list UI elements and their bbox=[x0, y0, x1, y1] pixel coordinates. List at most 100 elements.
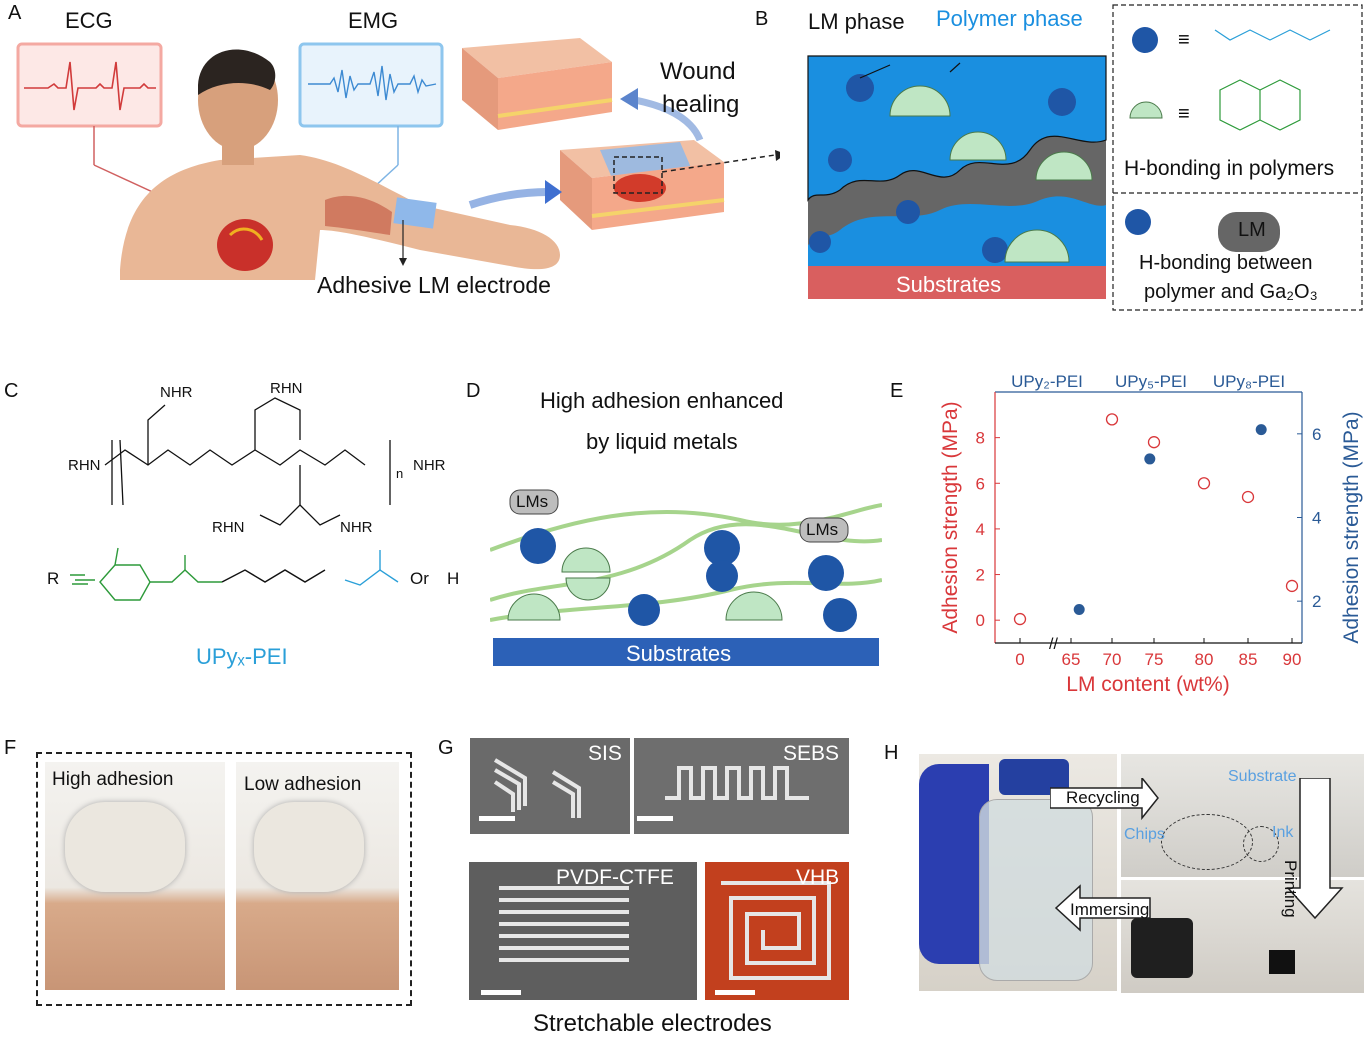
x-tick-label: 65 bbox=[1062, 650, 1081, 669]
y-right-tick-label: 6 bbox=[1312, 425, 1321, 444]
h-substrate-label: Substrate bbox=[1228, 768, 1297, 785]
upy-caption: UPyₓ-PEI bbox=[196, 644, 288, 669]
c-nhr-right: NHR bbox=[413, 457, 446, 474]
h-printing-label: Printing bbox=[1281, 860, 1300, 918]
upy-chemical-structure-icon bbox=[1214, 29, 1331, 41]
x-tick-label: 0 bbox=[1015, 650, 1024, 669]
x-tick-label: 70 bbox=[1103, 650, 1122, 669]
low-adhesion-photo bbox=[236, 762, 399, 990]
f-high-label: High adhesion bbox=[52, 769, 174, 790]
panel-label-d: D bbox=[466, 380, 481, 402]
skin-block-wound-icon bbox=[560, 140, 725, 230]
data-point-left bbox=[1147, 436, 1161, 449]
wound-label-line1: Wound bbox=[660, 58, 736, 85]
panel-b-schematic: ≡ ≡ bbox=[807, 4, 1363, 311]
panel-d-schematic bbox=[490, 489, 882, 666]
svg-text:≡: ≡ bbox=[1178, 103, 1190, 125]
x-axis-title: LM content (wt%) bbox=[1066, 673, 1229, 696]
c-nhr-top: NHR bbox=[160, 384, 193, 401]
d-lms-label-1: LMs bbox=[516, 492, 549, 511]
panel-label-b: B bbox=[755, 8, 769, 30]
y-left-tick-label: 6 bbox=[976, 474, 985, 493]
high-adhesion-photo bbox=[45, 762, 225, 990]
d-substrates-label: Substrates bbox=[626, 641, 732, 666]
polymer-phase-label: Polymer phase bbox=[936, 6, 1083, 31]
b-substrates-label: Substrates bbox=[896, 272, 1002, 297]
emg-label: EMG bbox=[348, 8, 399, 33]
d-lms-label-2: LMs bbox=[806, 520, 839, 539]
y-left-tick-label: 0 bbox=[976, 611, 985, 630]
immersing-bottle-photo bbox=[919, 754, 1117, 991]
c-rhn-top: RHN bbox=[270, 380, 303, 397]
panel-label-f: F bbox=[4, 737, 17, 759]
x-tick-label: 90 bbox=[1283, 650, 1302, 669]
ecg-monitor-icon bbox=[16, 42, 163, 128]
y-right-axis-title: Adhesion strength (MPa) bbox=[1340, 411, 1363, 643]
panel-label-c: C bbox=[4, 380, 19, 402]
lm-phase-label: LM phase bbox=[808, 9, 905, 34]
g-sebs-label: SEBS bbox=[783, 742, 840, 765]
h-chips-label: Chips bbox=[1124, 826, 1165, 843]
data-point-left bbox=[1013, 612, 1027, 626]
c-or: Or bbox=[410, 569, 429, 588]
c-n-sub: n bbox=[396, 466, 404, 481]
data-point-right bbox=[1255, 424, 1267, 436]
d-title-line1: High adhesion enhanced bbox=[540, 388, 784, 413]
panel-a-illustration bbox=[16, 38, 780, 280]
g-sis-label: SIS bbox=[588, 742, 622, 765]
data-point-right bbox=[1144, 453, 1156, 465]
recycling-arrow-icon bbox=[1050, 778, 1159, 821]
hbond-polymers-label: H-bonding in polymers bbox=[1124, 157, 1335, 180]
top-label: UPy₂-PEI bbox=[1011, 372, 1083, 391]
c-nhr-bottom: NHR bbox=[340, 519, 373, 536]
c-h-end: H bbox=[447, 569, 460, 588]
d-title-line2: by liquid metals bbox=[586, 429, 738, 454]
immersing-arrow-icon bbox=[1054, 884, 1151, 932]
x-tick-label: 75 bbox=[1145, 650, 1164, 669]
f-low-label: Low adhesion bbox=[244, 774, 362, 795]
h-ink-label: Ink bbox=[1272, 824, 1294, 841]
data-point-left bbox=[1105, 413, 1119, 426]
hbond-between-line1: H-bonding between bbox=[1139, 252, 1313, 274]
svg-text:≡: ≡ bbox=[1178, 29, 1190, 51]
top-label: UPy₈-PEI bbox=[1213, 372, 1285, 391]
lm-blob-label: LM bbox=[1238, 219, 1266, 241]
g-vhb-label: VHB bbox=[796, 866, 840, 889]
panel-c-structure bbox=[70, 397, 399, 601]
g-caption: Stretchable electrodes bbox=[533, 1010, 772, 1037]
emg-monitor-icon bbox=[298, 42, 444, 128]
printing-arrow-icon bbox=[1286, 778, 1344, 920]
panel-f-frame bbox=[36, 752, 412, 1006]
human-torso-icon bbox=[120, 49, 560, 280]
y-left-tick-label: 4 bbox=[976, 520, 985, 539]
h-process-arrows bbox=[1050, 778, 1344, 932]
x-tick-label: 85 bbox=[1239, 650, 1258, 669]
c-r: R bbox=[47, 569, 60, 588]
panel-label-h: H bbox=[884, 742, 899, 764]
y-right-tick-label: 4 bbox=[1312, 509, 1321, 528]
g-pvdf-label: PVDF-CTFE bbox=[556, 866, 674, 889]
data-point-left bbox=[1241, 490, 1255, 504]
y-left-tick-label: 8 bbox=[976, 429, 985, 448]
y-left-axis-title: Adhesion strength (MPa) bbox=[939, 401, 962, 633]
g-electrode-patterns bbox=[479, 758, 831, 995]
x-tick-label: 80 bbox=[1195, 650, 1214, 669]
h-recycling-label: Recycling bbox=[1066, 788, 1140, 807]
electrode-caption: Adhesive LM electrode bbox=[317, 272, 551, 298]
y-right-tick-label: 2 bbox=[1312, 592, 1321, 611]
data-point-left bbox=[1197, 477, 1211, 490]
h-immersing-label: Immersing bbox=[1070, 900, 1150, 919]
data-point-left bbox=[1285, 579, 1299, 593]
x-axis-break-icon: // bbox=[1049, 636, 1058, 653]
wound-label-line2: healing bbox=[662, 91, 740, 118]
panel-label-a: A bbox=[8, 2, 22, 24]
c-rhn-bottom: RHN bbox=[212, 519, 245, 536]
pvdf-electrode-photo bbox=[469, 862, 697, 1000]
y-left-tick-label: 2 bbox=[976, 566, 985, 585]
hbond-between-line2: polymer and Ga₂O₃ bbox=[1144, 281, 1318, 303]
c-rhn-left: RHN bbox=[68, 457, 101, 474]
data-point-right bbox=[1073, 604, 1085, 616]
panel-label-e: E bbox=[890, 380, 904, 402]
skin-block-healed-icon bbox=[462, 38, 613, 130]
